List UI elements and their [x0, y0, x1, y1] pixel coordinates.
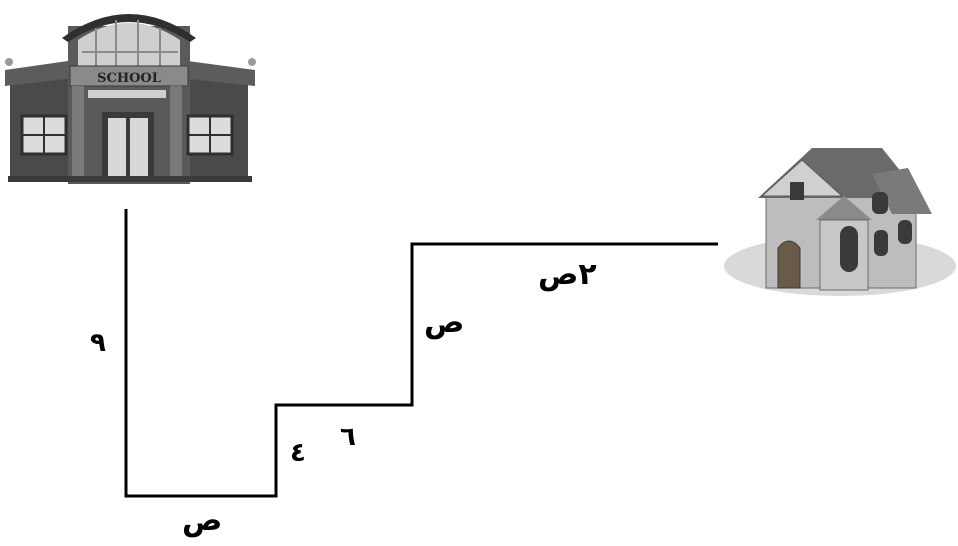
label-step-vertical: ٤	[290, 438, 306, 468]
label-left-vertical: ٩	[90, 328, 106, 358]
route-line	[124, 209, 718, 498]
school-sign-text: SCHOOL	[97, 71, 161, 86]
house-icon	[724, 148, 956, 296]
label-right-vertical: ص	[424, 305, 465, 340]
label-step-horizontal: ٦	[340, 422, 356, 452]
label-top: ٢ص	[538, 257, 597, 292]
label-bottom: ص	[182, 503, 223, 538]
school-building-icon: SCHOOL	[5, 14, 256, 184]
